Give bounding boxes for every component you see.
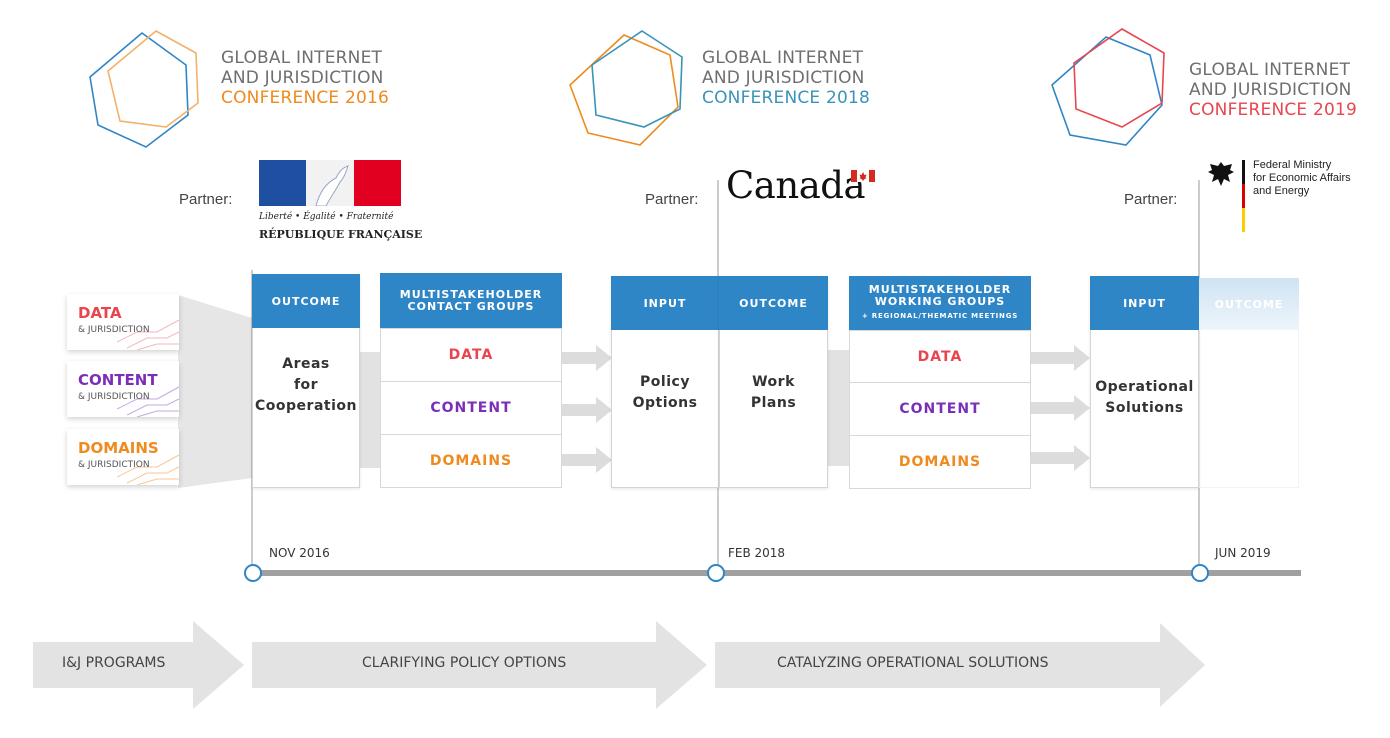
contact-group-data: DATA bbox=[380, 328, 562, 382]
phase-arrow-catalyzing bbox=[715, 623, 1205, 707]
theme-subtitle: & JURISDICTION bbox=[78, 325, 150, 335]
conference-2018-logo-icon bbox=[569, 30, 683, 146]
circuit-pattern-icon bbox=[117, 454, 179, 485]
outcome-header: OUTCOME bbox=[719, 276, 828, 330]
german-ministry-name: Federal Ministry for Economic Affairs an… bbox=[1253, 159, 1351, 197]
phase-arrows bbox=[33, 621, 1205, 709]
republique-motto: Liberté • Égalité • Fraternité bbox=[259, 212, 394, 222]
timeline-bar bbox=[253, 570, 1301, 576]
outcome-body: Areas for Cooperation bbox=[255, 356, 357, 414]
marianne-profile-icon bbox=[306, 160, 354, 207]
conference-2016-logo-icon bbox=[89, 30, 199, 148]
theme-subtitle: & JURISDICTION bbox=[78, 460, 150, 470]
theme-title: DATA bbox=[78, 304, 122, 322]
contact-groups-header: MULTISTAKEHOLDER CONTACT GROUPS bbox=[380, 273, 562, 328]
date-jun-2019: JUN 2019 bbox=[1215, 546, 1271, 560]
theme-title: CONTENT bbox=[78, 371, 158, 389]
conference-2019-logo-icon bbox=[1051, 28, 1165, 146]
flag-blue-band-icon bbox=[259, 160, 306, 206]
phase-arrow-programs bbox=[33, 621, 244, 709]
milestone-feb-2018-icon bbox=[707, 564, 725, 582]
date-nov-2016: NOV 2016 bbox=[269, 546, 330, 560]
theme-card-content: CONTENT & JURISDICTION bbox=[67, 361, 179, 417]
conference-2018-title: GLOBAL INTERNET AND JURISDICTION CONFERE… bbox=[702, 48, 871, 108]
input-body: Policy Options bbox=[632, 373, 698, 411]
circuit-pattern-icon bbox=[117, 386, 179, 417]
input-header: INPUT bbox=[611, 276, 719, 330]
contact-group-domains: DOMAINS bbox=[380, 434, 562, 488]
working-groups-header: MULTISTAKEHOLDER WORKING GROUPS + REGION… bbox=[849, 276, 1031, 330]
partner-label-2016: Partner: bbox=[179, 191, 233, 208]
conference-2016-title: GLOBAL INTERNET AND JURISDICTION CONFERE… bbox=[221, 48, 390, 108]
theme-card-data: DATA & JURISDICTION bbox=[67, 294, 179, 350]
canada-flag-icon bbox=[851, 170, 875, 182]
working-group-content: CONTENT bbox=[849, 382, 1031, 436]
outcome-header: OUTCOME bbox=[252, 274, 360, 328]
milestone-nov-2016-icon bbox=[244, 564, 262, 582]
outcome-body: Work Plans bbox=[750, 374, 797, 411]
phase-label-catalyzing: CATALYZING OPERATIONAL SOLUTIONS bbox=[777, 655, 1049, 671]
republique-name: RÉPUBLIQUE FRANÇAISE bbox=[259, 228, 423, 241]
input-header: INPUT bbox=[1090, 276, 1199, 330]
date-feb-2018: FEB 2018 bbox=[728, 546, 786, 560]
working-group-data: DATA bbox=[849, 330, 1031, 383]
canada-wordmark: Canada bbox=[726, 164, 866, 207]
german-flag-black-stripe bbox=[1242, 160, 1245, 184]
theme-subtitle: & JURISDICTION bbox=[78, 392, 150, 402]
phase-arrow-clarifying bbox=[252, 621, 707, 709]
theme-title: DOMAINS bbox=[78, 439, 159, 457]
republique-francaise-logo: Liberté • Égalité • Fraternité RÉPUBLIQU… bbox=[259, 160, 422, 246]
federal-eagle-icon bbox=[1208, 162, 1234, 186]
milestone-jun-2019-icon bbox=[1191, 564, 1209, 582]
circuit-pattern-icon bbox=[117, 319, 179, 350]
conference-2019-title: GLOBAL INTERNET AND JURISDICTION CONFERE… bbox=[1189, 60, 1358, 120]
phase-label-clarifying: CLARIFYING POLICY OPTIONS bbox=[362, 655, 567, 671]
german-flag-red-stripe bbox=[1242, 184, 1245, 208]
working-group-domains: DOMAINS bbox=[849, 435, 1031, 489]
input-body: Operational Solutions bbox=[1095, 378, 1194, 416]
partner-label-2019: Partner: bbox=[1124, 191, 1178, 208]
flag-red-band-icon bbox=[354, 160, 401, 206]
theme-card-domains: DOMAINS & JURISDICTION bbox=[67, 429, 179, 485]
german-flag-gold-stripe bbox=[1242, 208, 1245, 232]
phase-label-programs: I&J PROGRAMS bbox=[62, 655, 166, 671]
partner-label-2018: Partner: bbox=[645, 191, 699, 208]
contact-group-content: CONTENT bbox=[380, 381, 562, 435]
outcome-header-faded: OUTCOME bbox=[1199, 278, 1299, 330]
